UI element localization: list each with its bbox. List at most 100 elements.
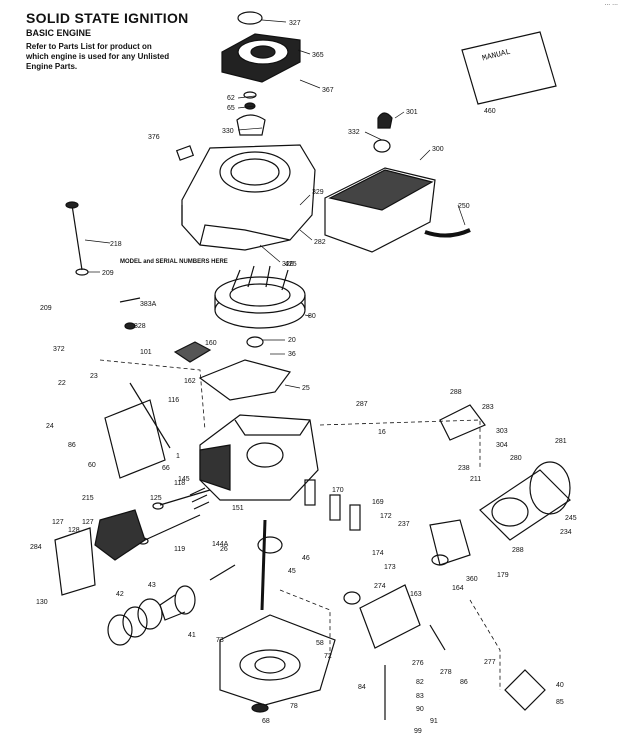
part-crank-counterweight — [257, 536, 283, 554]
callout-60: 60 — [88, 462, 96, 469]
part-cylinder-head — [94, 509, 146, 561]
callout-276: 276 — [412, 660, 424, 667]
part-piston — [159, 585, 196, 621]
owners-manual — [461, 31, 557, 105]
callout-425: 425 — [285, 261, 297, 268]
part-valve-exhaust — [144, 514, 201, 541]
part-muffler — [359, 584, 421, 649]
callout-360: 360 — [466, 576, 478, 583]
callout-330: 330 — [222, 128, 234, 135]
callout-284: 284 — [30, 544, 42, 551]
callout-66: 66 — [162, 465, 170, 472]
part-muffler-gasket — [343, 591, 361, 605]
callout-101: 101 — [140, 349, 152, 356]
callout-215: 215 — [82, 495, 94, 502]
callout-42: 42 — [116, 591, 124, 598]
callout-329: 329 — [312, 189, 324, 196]
callout-304: 304 — [496, 442, 508, 449]
callout-83: 83 — [416, 693, 424, 700]
part-knob — [377, 112, 393, 129]
part-air-vane — [198, 359, 292, 401]
callout-22: 22 — [58, 380, 66, 387]
callout-16: 16 — [378, 429, 386, 436]
part-head-gasket — [54, 527, 96, 596]
callout-90: 90 — [416, 706, 424, 713]
callout-300: 300 — [432, 146, 444, 153]
callout-278: 278 — [440, 669, 452, 676]
callout-23: 23 — [90, 373, 98, 380]
callout-281: 281 — [555, 438, 567, 445]
diagram-title: SOLID STATE IGNITION — [26, 10, 189, 26]
callout-287: 287 — [356, 401, 368, 408]
callout-211: 211 — [470, 476, 481, 483]
callout-169: 169 — [372, 499, 384, 506]
callout-173: 173 — [384, 564, 396, 571]
callout-82: 82 — [416, 679, 424, 686]
callout-174: 174 — [372, 550, 384, 557]
callout-127b: 127 — [82, 519, 94, 526]
callout-62: 62 — [227, 95, 235, 102]
callout-72: 72 — [324, 653, 332, 660]
callout-172: 172 — [380, 513, 392, 520]
callout-68: 68 — [262, 718, 270, 725]
part-hose — [424, 228, 471, 238]
callout-151: 151 — [232, 505, 244, 512]
callout-130: 130 — [36, 599, 48, 606]
part-connecting-rod — [209, 564, 236, 581]
callout-283: 283 — [482, 404, 494, 411]
part-gasket-a — [304, 479, 316, 506]
callout-367: 367 — [322, 87, 334, 94]
callout-116: 116 — [168, 397, 179, 404]
callout-86: 86 — [68, 442, 76, 449]
callout-86b: 86 — [460, 679, 468, 686]
callout-365: 365 — [312, 52, 324, 59]
assembly-lines — [99, 359, 501, 690]
part-fuel-tank — [479, 461, 571, 541]
part-screw — [119, 297, 141, 303]
callout-245: 245 — [565, 515, 577, 522]
callout-170: 170 — [332, 487, 344, 494]
callout-303: 303 — [496, 428, 508, 435]
callout-326: 326 — [282, 261, 294, 268]
callout-383a: 383A — [140, 301, 157, 308]
callout-99: 99 — [414, 728, 422, 735]
callout-162: 162 — [184, 378, 196, 385]
part-spark-plug — [429, 624, 446, 651]
callout-327: 327 — [289, 20, 301, 27]
callout-250: 250 — [458, 203, 470, 210]
callout-376: 376 — [148, 134, 160, 141]
callout-127: 127 — [52, 519, 64, 526]
part-crankshaft — [260, 519, 267, 611]
callout-164: 164 — [452, 585, 464, 592]
part-valve-spring — [189, 487, 210, 510]
callout-36: 36 — [288, 351, 296, 358]
callout-25: 25 — [302, 385, 310, 392]
callout-128: 128 — [68, 527, 80, 534]
callout-85: 85 — [556, 699, 564, 706]
callout-277: 277 — [484, 659, 496, 666]
callout-282: 282 — [314, 239, 326, 246]
callout-160: 160 — [205, 340, 217, 347]
callout-24: 24 — [46, 423, 54, 430]
callout-80: 80 — [308, 313, 316, 320]
callout-119: 119 — [174, 546, 185, 553]
callout-1: 1 — [176, 453, 180, 460]
part-cap — [237, 11, 263, 25]
callout-209: 209 — [102, 270, 114, 277]
part-gasket-b — [329, 494, 341, 521]
callout-179: 179 — [497, 572, 509, 579]
callout-144a: 144A — [212, 541, 229, 548]
part-seal — [373, 139, 391, 153]
part-sump-base — [219, 614, 336, 706]
callout-41: 41 — [188, 632, 196, 639]
part-carburetor — [429, 519, 471, 566]
part-dipstick — [71, 204, 83, 271]
callout-20: 20 — [288, 337, 296, 344]
callout-218: 218 — [110, 241, 122, 248]
callout-288: 288 — [450, 389, 462, 396]
callout-leaders — [84, 19, 466, 389]
callout-145: 145 — [178, 476, 190, 483]
callout-26: 26 — [220, 546, 228, 553]
part-governor-bracket — [439, 404, 486, 441]
